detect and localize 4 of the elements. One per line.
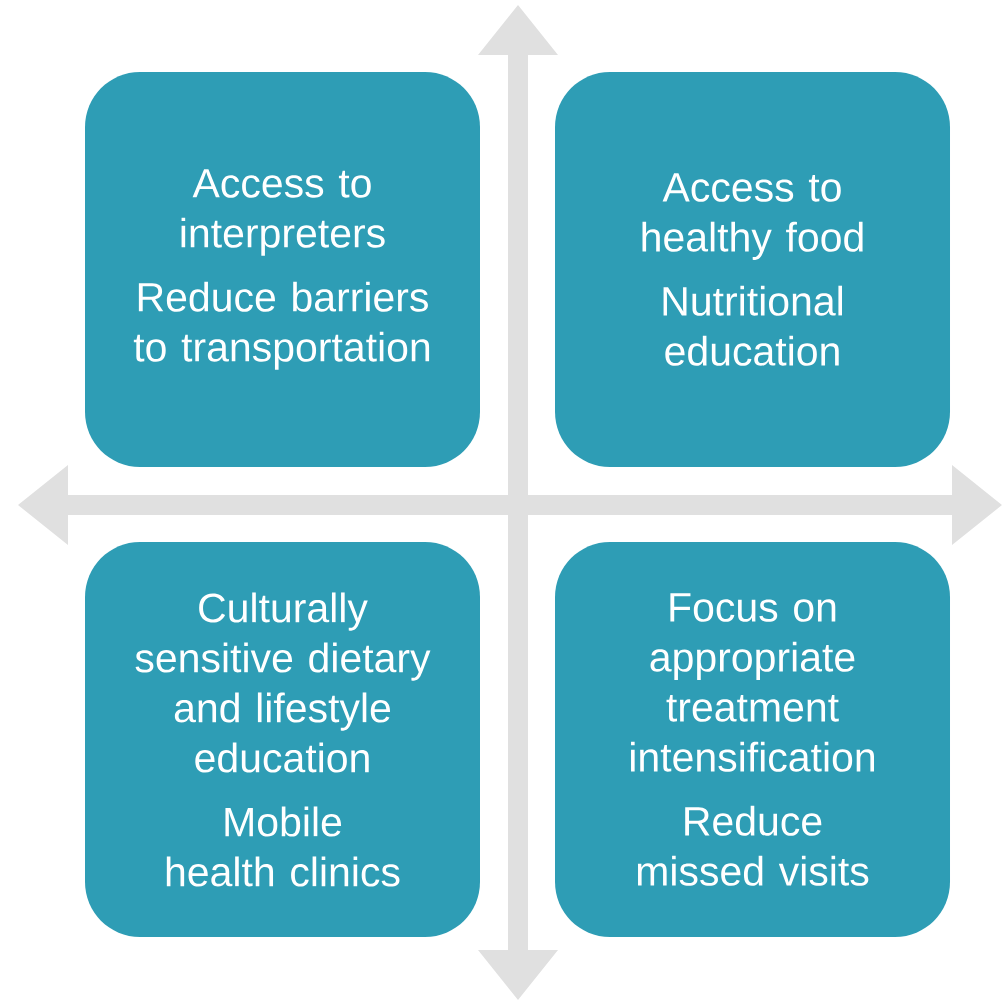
text-box: Focus on appropriate treatment intensification Reduce missed visits — [555, 542, 950, 937]
text-box: Culturally sensitive dietary and lifestyle education Mobile health clinics — [85, 542, 480, 937]
text-box: Access to interpreters Reduce barriers to transportation — [85, 72, 480, 467]
text-box: Access to healthy food Nutritional education — [555, 72, 950, 467]
